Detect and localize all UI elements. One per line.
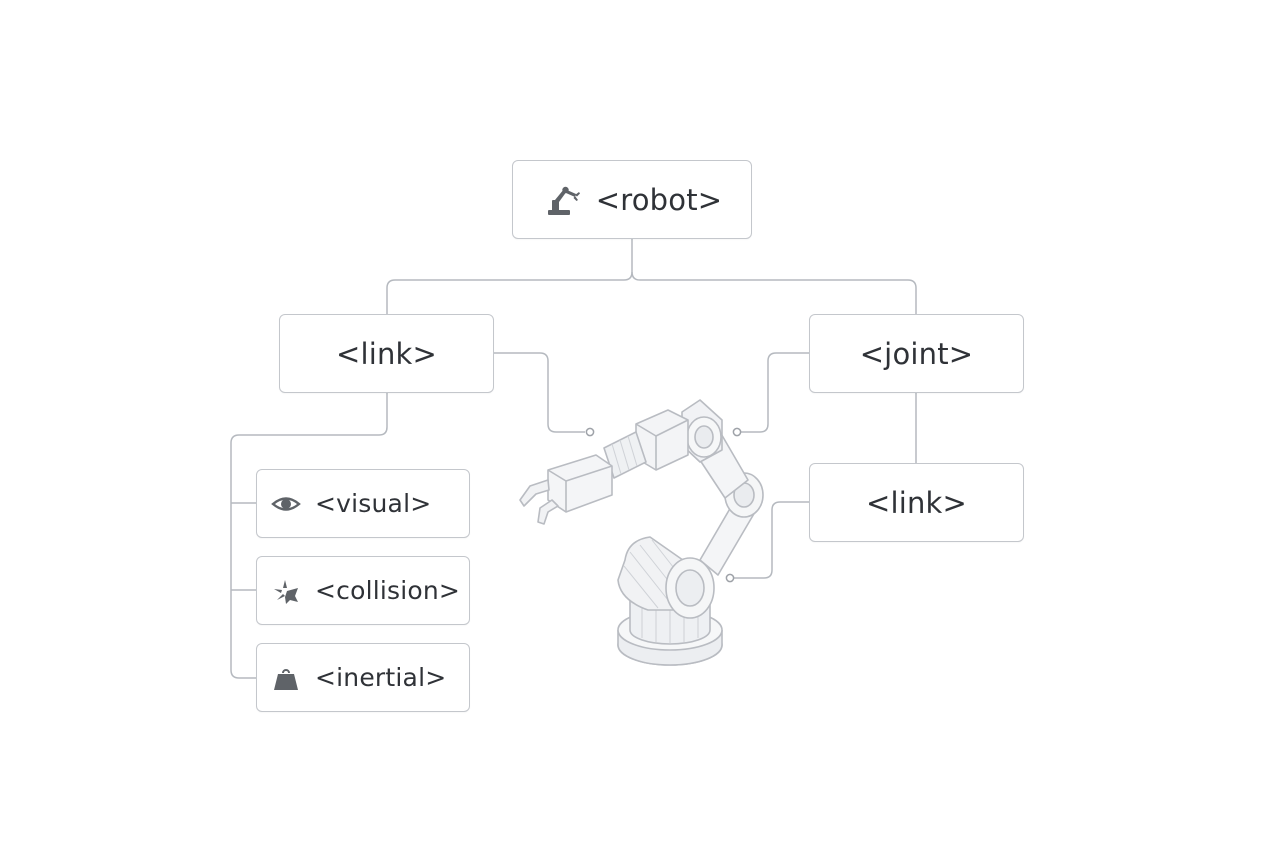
connector-link-robot (494, 352, 585, 433)
collision-burst-icon (271, 576, 301, 606)
child-link-node-label: <link> (865, 485, 968, 520)
inertial-node-label: <inertial> (315, 663, 447, 692)
connector-end-dot (732, 427, 742, 437)
connector-end-dot (725, 573, 735, 583)
connector-robot-link (386, 238, 633, 315)
weight-icon (271, 663, 301, 693)
joint-node[interactable]: <joint> (809, 314, 1024, 393)
collision-node[interactable]: <collision> (256, 556, 470, 625)
connector-childlink-robot (734, 501, 809, 579)
robot-arm-icon (542, 180, 582, 220)
connector-link-children (230, 392, 388, 679)
inertial-node[interactable]: <inertial> (256, 643, 470, 712)
connector-end-dot (585, 427, 595, 437)
link-node[interactable]: <link> (279, 314, 494, 393)
joint-node-label: <joint> (859, 336, 974, 371)
collision-node-label: <collision> (315, 576, 461, 605)
robot-node-label: <robot> (595, 182, 723, 217)
robot-arm-illustration (519, 399, 764, 666)
connector-joint-robot (741, 352, 809, 433)
link-node-label: <link> (335, 336, 438, 371)
visual-node-label: <visual> (315, 489, 432, 518)
connector-robot-joint (631, 271, 917, 315)
robot-node[interactable]: <robot> (512, 160, 752, 239)
eye-icon (271, 489, 301, 519)
visual-node[interactable]: <visual> (256, 469, 470, 538)
child-link-node[interactable]: <link> (809, 463, 1024, 542)
